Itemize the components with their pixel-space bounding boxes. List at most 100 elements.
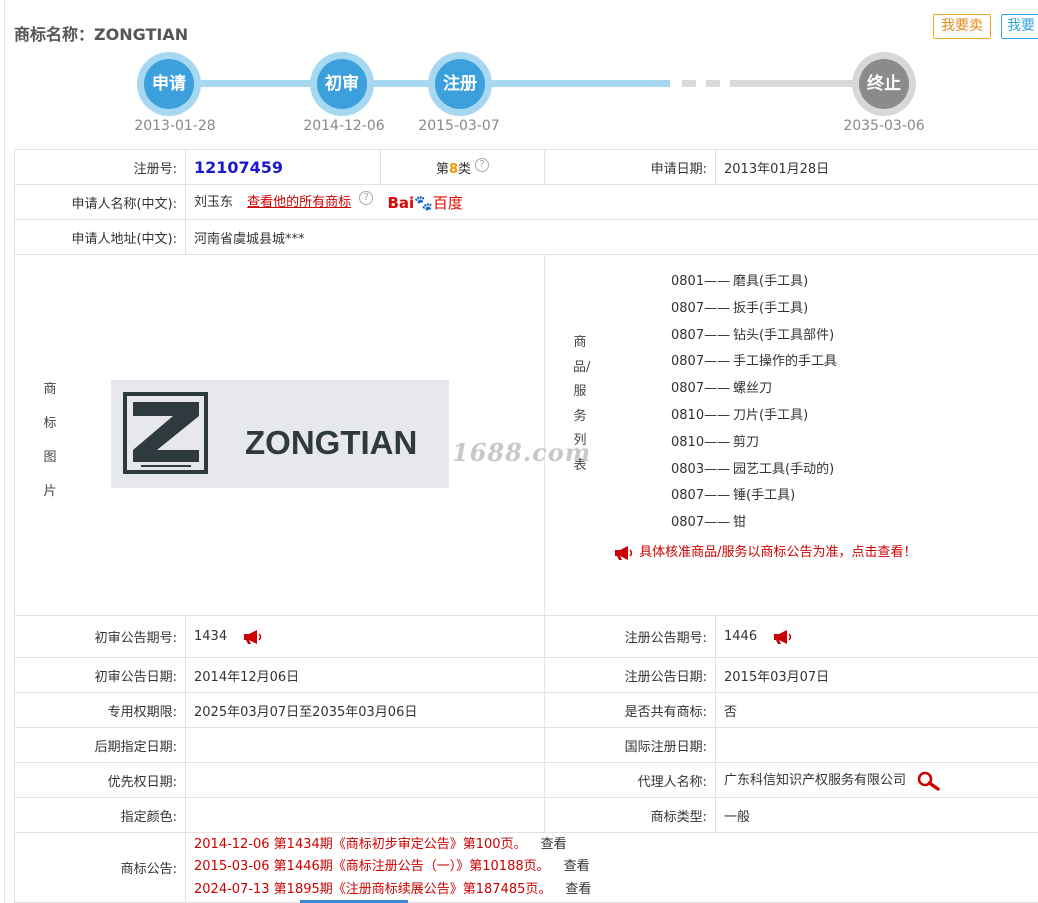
timeline-date: 2035-03-06 [843, 118, 925, 134]
announce-label: 商标公告: [14, 832, 186, 903]
megaphone-icon[interactable] [241, 629, 265, 645]
class-cell: 第8类? [380, 149, 545, 185]
goods-code: 0807—— [671, 300, 731, 316]
goods-item: 0803——园艺工具(手动的) [671, 457, 837, 484]
prelim-date-label: 初审公告日期: [14, 657, 186, 693]
applicant-label: 申请人名称(中文): [14, 184, 186, 220]
timeline-label: 初审 [317, 59, 367, 109]
reg-notice-date-value: 2015年03月07日 [715, 657, 1038, 693]
goods-name: 刀片(手工具) [733, 407, 809, 423]
timeline-node-terminate: 终止 [852, 52, 916, 116]
help-icon[interactable]: ? [475, 157, 490, 172]
search-icon[interactable] [916, 771, 942, 791]
prelim-no-label: 初审公告期号: [14, 615, 186, 658]
reg-notice-date-label: 注册公告日期: [544, 657, 716, 693]
later-date-value [185, 727, 545, 763]
shared-value: 否 [715, 692, 1038, 728]
timeline-dash [682, 80, 696, 87]
goods-code: 0807—— [671, 381, 731, 397]
goods-code: 0810—— [671, 434, 731, 450]
baidu-logo-text: Bai [387, 194, 415, 212]
announcement-text: 2015-03-06 第1446期《商标注册公告（一）》第10188页。 [194, 859, 550, 875]
goods-code: 0801—— [671, 274, 731, 289]
announcement-item: 2024-07-13 第1895期《注册商标续展公告》第187485页。查看 [194, 879, 1036, 902]
goods-item: 0801——磨具(手工具) [671, 269, 837, 296]
timeline-remaining-line [730, 80, 880, 87]
goods-name: 磨具(手工具) [733, 274, 809, 289]
view-announcement-link[interactable]: 查看 [563, 859, 590, 875]
table-row: 申请人名称(中文): 刘玉东 查看他的所有商标 ? Bai🐾百度 [14, 184, 1038, 220]
timeline-date: 2014-12-06 [303, 118, 385, 134]
timeline-date: 2015-03-07 [418, 118, 500, 134]
view-announcement-link[interactable]: 查看 [540, 836, 567, 852]
timeline-label: 申请 [144, 59, 194, 109]
goods-name: 手工操作的手工具 [733, 354, 838, 370]
later-date-label: 后期指定日期: [14, 727, 186, 763]
announcement-item: 2014-12-06 第1434期《商标初步审定公告》第100页。查看 [194, 834, 1036, 857]
scroll-indicator [300, 900, 408, 903]
table-row: 指定颜色: 商标类型: 一般 [14, 797, 1038, 833]
table-row: 注册号: 12107459 第8类? 申请日期: 2013年01月28日 [14, 149, 1038, 185]
apply-date-label: 申请日期: [544, 149, 716, 185]
goods-list: 0801——磨具(手工具)0807——扳手(手工具)0807——钻头(手工具部件… [671, 269, 837, 537]
reg-no-label: 注册号: [14, 149, 186, 185]
intl-date-label: 国际注册日期: [544, 727, 716, 763]
goods-name: 剪刀 [733, 434, 760, 450]
priority-date-label: 优先权日期: [14, 762, 186, 798]
type-value: 一般 [715, 797, 1038, 833]
prelim-no-cell: 1434 [185, 615, 545, 658]
announcement-item: 2015-03-06 第1446期《商标注册公告（一）》第10188页。查看 [194, 856, 1036, 879]
table-row: 商标公告: 2014-12-06 第1434期《商标初步审定公告》第100页。查… [14, 832, 1038, 903]
baidu-paw-icon: 🐾 [414, 194, 433, 212]
megaphone-icon[interactable] [771, 629, 795, 645]
goods-item: 0807——钻头(手工具部件) [671, 323, 837, 350]
agent-value: 广东科信知识产权服务有限公司 [724, 773, 907, 789]
reg-notice-no-value: 1446 [724, 628, 758, 644]
goods-name: 钻头(手工具部件) [733, 327, 835, 343]
intl-date-value [715, 727, 1038, 763]
goods-name: 扳手(手工具) [733, 300, 809, 316]
goods-item: 0807——扳手(手工具) [671, 296, 837, 323]
goods-notice[interactable]: 具体核准商品/服务以商标公告为准，点击查看！ [613, 541, 917, 561]
prelim-no-value: 1434 [194, 628, 228, 644]
goods-code: 0807—— [671, 354, 731, 370]
goods-code: 0807—— [671, 488, 731, 504]
priority-date-value [185, 762, 545, 798]
exclusive-label: 专用权期限: [14, 692, 186, 728]
all-trademarks-link[interactable]: 查看他的所有商标 [247, 195, 352, 210]
buy-button[interactable]: 我要 [1001, 14, 1038, 39]
goods-item: 0807——锤(手工具) [671, 483, 837, 510]
logo-text: ZONGTIAN [245, 424, 417, 461]
baidu-logo-zh: 百度 [432, 194, 463, 212]
address-value: 河南省虞城县城*** [185, 219, 1038, 255]
reg-notice-no-cell: 1446 [715, 615, 1038, 658]
table-row: 专用权期限: 2025年03月07日至2035年03月06日 是否共有商标: 否 [14, 692, 1038, 728]
shared-label: 是否共有商标: [544, 692, 716, 728]
table-row: 申请人地址(中文): 河南省虞城县城*** [14, 219, 1038, 255]
goods-name: 螺丝刀 [733, 381, 773, 397]
table-row: 后期指定日期: 国际注册日期: [14, 727, 1038, 763]
goods-name: 钳 [733, 515, 747, 531]
timeline-progress-line [170, 80, 670, 87]
watermark: 1688.com [452, 438, 592, 467]
color-label: 指定颜色: [14, 797, 186, 833]
trademark-logo-icon: ZONGTIAN [123, 392, 417, 474]
goods-notice-text: 具体核准商品/服务以商标公告为准，点击查看！ [639, 545, 917, 560]
table-row: 商标图片 商品/服务列表 0801——磨具(手工具)0807——扳手(手工具)0… [14, 254, 1038, 616]
timeline-dash [706, 80, 720, 87]
table-row: 初审公告日期: 2014年12月06日 注册公告日期: 2015年03月07日 [14, 657, 1038, 693]
sell-button[interactable]: 我要卖 [933, 14, 991, 39]
table-row: 优先权日期: 代理人名称: 广东科信知识产权服务有限公司 [14, 762, 1038, 798]
help-icon[interactable]: ? [359, 191, 374, 205]
color-value [185, 797, 545, 833]
goods-code: 0803—— [671, 461, 731, 477]
applicant-name: 刘玉东 [194, 195, 234, 210]
trademark-logo-image: ZONGTIAN [111, 380, 449, 488]
view-announcement-link[interactable]: 查看 [565, 881, 592, 897]
trademark-info-table: 注册号: 12107459 第8类? 申请日期: 2013年01月28日 申请人… [14, 149, 1038, 903]
applicant-cell: 刘玉东 查看他的所有商标 ? Bai🐾百度 [185, 184, 1038, 220]
reg-no-value: 12107459 [194, 157, 284, 177]
baidu-search-link[interactable]: Bai🐾百度 [387, 192, 462, 213]
goods-code: 0810—— [671, 407, 731, 423]
